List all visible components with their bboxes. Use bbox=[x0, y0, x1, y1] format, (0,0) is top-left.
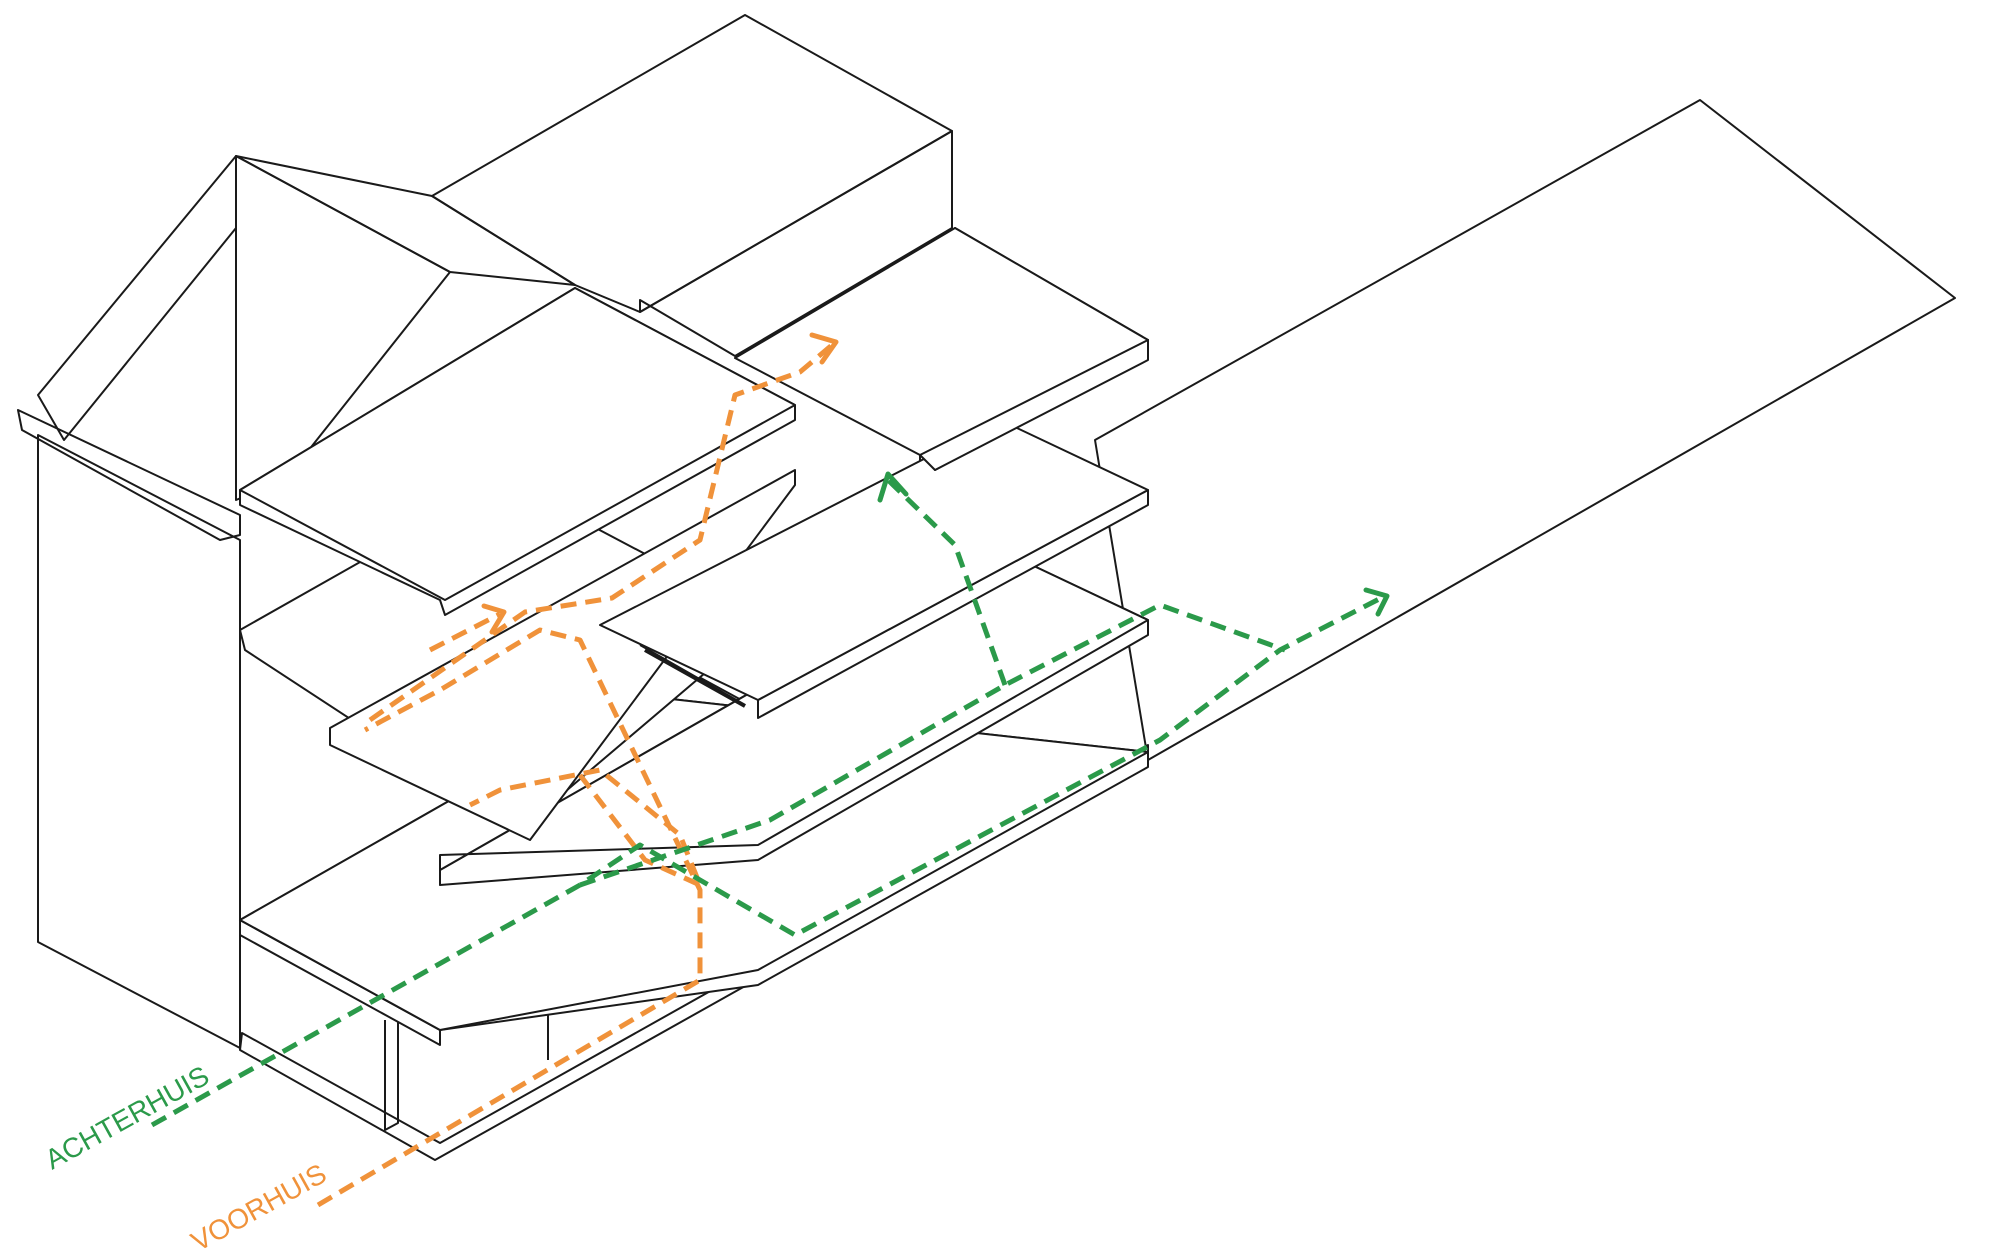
achterhuis-arrowhead-rear bbox=[1363, 587, 1390, 617]
slab-second-floor-top bbox=[599, 419, 1149, 701]
voorhuis-route-branch-a bbox=[368, 343, 834, 723]
route-achterhuis bbox=[150, 471, 1390, 1128]
stair-void-bold bbox=[644, 648, 746, 708]
voorhuis-route-main bbox=[316, 627, 703, 1208]
voorhuis-route-branch-b bbox=[468, 767, 703, 888]
slab-roof-rear-top bbox=[239, 287, 796, 601]
neighbor-block-front bbox=[639, 130, 953, 357]
voorhuis-arrowhead-top bbox=[809, 332, 839, 365]
neighbor-cornice bbox=[17, 409, 241, 541]
ground-slab bbox=[239, 744, 1149, 1161]
floor-slabs bbox=[239, 227, 1149, 1046]
partition-wall-1 bbox=[384, 1013, 399, 1131]
neighbor-front-wall bbox=[37, 434, 241, 1049]
garden-outline bbox=[1094, 99, 1956, 761]
achterhuis-arrowhead-up bbox=[877, 471, 909, 503]
label-voorhuis: VOORHUIS bbox=[186, 1158, 332, 1258]
slab-mezzanine-lower bbox=[329, 469, 796, 841]
neighbor-block-roof bbox=[431, 14, 953, 313]
achterhuis-route-upper bbox=[579, 602, 1286, 888]
neighbor-pitched-roof bbox=[235, 155, 576, 286]
route-voorhuis bbox=[316, 332, 839, 1208]
achterhuis-route-main bbox=[150, 593, 1387, 1128]
voorhuis-arrow-mid-shaft bbox=[428, 611, 502, 653]
neighbor-gable-left-slope bbox=[37, 155, 237, 441]
voorhuis-arrowhead-mid bbox=[481, 603, 507, 635]
achterhuis-route-rise bbox=[886, 478, 1008, 686]
label-achterhuis: ACHTERHUIS bbox=[40, 1060, 214, 1175]
slab-top-front-top bbox=[734, 227, 1149, 456]
